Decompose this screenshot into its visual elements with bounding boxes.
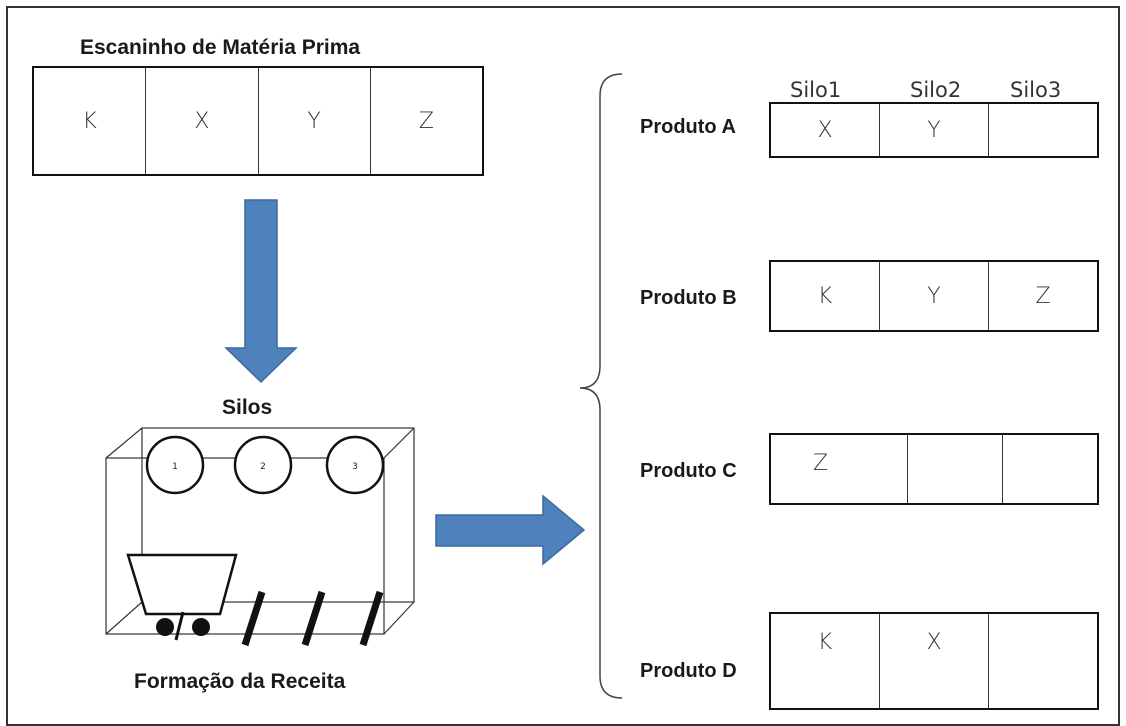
recipe-title: Formação da Receita	[134, 670, 346, 693]
raw-material-cell: Y	[259, 68, 371, 174]
raw-material-cell: K	[34, 68, 147, 174]
silo-header-2: Silo2	[910, 78, 962, 102]
grouping-brace	[579, 73, 623, 699]
product-cell: K	[771, 614, 880, 708]
conveyor-marks	[241, 590, 384, 647]
silo-1-number: 1	[172, 462, 178, 472]
silo-2-circle	[233, 435, 293, 495]
product-label: Produto A	[640, 116, 736, 138]
product-label: Produto D	[640, 660, 737, 682]
product-row: X Y	[769, 102, 1099, 158]
product-cell: Z	[771, 435, 908, 503]
silo-2-number: 2	[260, 462, 266, 472]
right-arrow	[435, 494, 586, 566]
product-cell	[989, 614, 1097, 708]
silo-header-1: Silo1	[790, 78, 842, 102]
silo-3-number: 3	[352, 462, 358, 472]
raw-material-cell: X	[146, 68, 259, 174]
silos-title: Silos	[222, 396, 273, 419]
product-cell	[1003, 435, 1097, 503]
product-cell: K	[771, 262, 880, 330]
product-row: K X	[769, 612, 1099, 710]
silo-3-circle	[325, 435, 385, 495]
product-cell	[908, 435, 1003, 503]
raw-material-cell: Z	[418, 108, 434, 134]
product-cell: X	[880, 614, 989, 708]
product-cell: Z	[1035, 283, 1051, 309]
product-label: Produto B	[640, 287, 737, 309]
product-row: Z	[769, 433, 1099, 505]
product-cell: Y	[880, 262, 989, 330]
silo-header-3: Silo3	[1010, 78, 1062, 102]
product-cell: Y	[880, 104, 989, 156]
product-label: Produto C	[640, 460, 737, 482]
raw-material-bin: K X Y Z	[32, 66, 484, 176]
silo-1-circle	[145, 435, 205, 495]
raw-material-title: Escaninho de Matéria Prima	[80, 36, 361, 59]
down-arrow	[224, 199, 298, 384]
product-cell	[989, 104, 1097, 156]
cart-icon	[126, 553, 238, 641]
product-row: K Y Z	[769, 260, 1099, 332]
product-cell: X	[771, 104, 880, 156]
